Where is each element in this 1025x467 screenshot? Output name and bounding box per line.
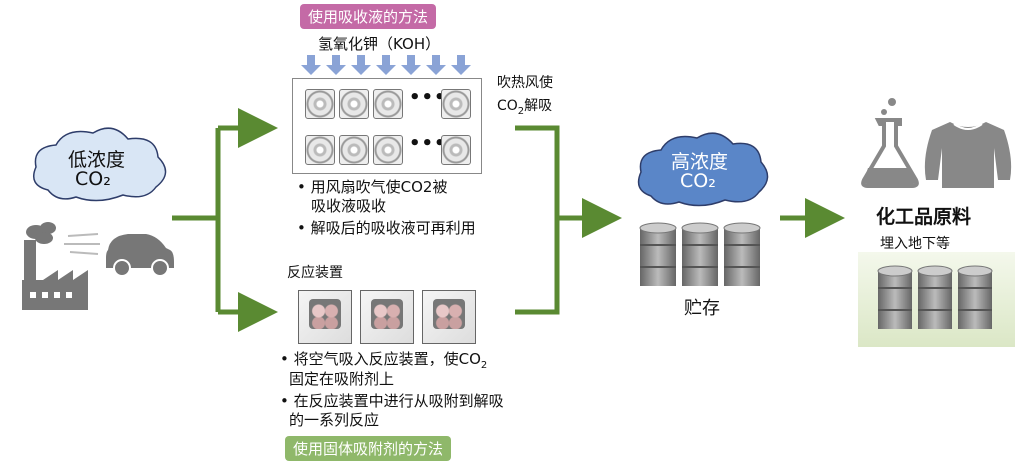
top-bullet-2: • 解吸后的吸收液可再利用 bbox=[297, 219, 476, 237]
top-method-tag: 使用吸收液的方法 bbox=[300, 4, 437, 29]
low-co2-formula: CO₂ bbox=[75, 168, 111, 190]
desorb-text: 解吸 bbox=[524, 98, 553, 114]
reactor-icon bbox=[298, 290, 352, 344]
sweater-icon bbox=[924, 122, 1012, 188]
top-bullet-1-line2: 吸收液吸收 bbox=[311, 197, 387, 215]
high-co2-label: 高浓度 bbox=[671, 151, 729, 173]
arrow-split bbox=[172, 128, 221, 312]
ellipsis-icon: ••• bbox=[409, 133, 447, 154]
ellipsis-icon: ••• bbox=[409, 87, 447, 108]
fan-icon bbox=[305, 89, 335, 119]
fan-unit: ••• ••• bbox=[292, 78, 482, 174]
down-arrows bbox=[301, 55, 471, 75]
fan-icon bbox=[441, 135, 471, 165]
fan-icon bbox=[373, 89, 403, 119]
low-co2-cloud bbox=[33, 127, 167, 202]
bottom-method-tag: 使用固体吸附剂的方法 bbox=[285, 436, 452, 461]
products-title: 化工品原料 bbox=[876, 206, 972, 228]
high-co2-cloud bbox=[637, 132, 769, 207]
top-bullet-1-line1: • 用风扇吹气使CO2被 bbox=[297, 178, 448, 196]
barrels-icon bbox=[639, 222, 761, 286]
reactor-icon bbox=[422, 290, 476, 344]
fan-icon bbox=[305, 135, 335, 165]
storage-label: 贮存 bbox=[684, 298, 720, 319]
bottom-bullet-1-line1: • 将空气吸入反应装置，使CO2 bbox=[280, 350, 487, 375]
desorb-label: CO2解吸 bbox=[497, 95, 552, 117]
bottom-bullet-1-text: • 将空气吸入反应装置，使CO bbox=[280, 350, 481, 368]
reactor-label: 反应装置 bbox=[287, 265, 343, 281]
desorb-sub: 2 bbox=[517, 105, 525, 117]
desorb-co: CO bbox=[497, 98, 518, 114]
hot-air-label: 吹热风使 bbox=[497, 75, 553, 91]
koh-label: 氢氧化钾（KOH） bbox=[318, 35, 441, 53]
underground-barrels-icon bbox=[877, 265, 993, 329]
underground-label: 埋入地下等 bbox=[880, 236, 950, 252]
low-co2-label: 低浓度 bbox=[68, 149, 126, 171]
fan-icon bbox=[373, 135, 403, 165]
bottom-bullet-1-sub: 2 bbox=[480, 360, 488, 371]
fan-icon bbox=[441, 89, 471, 119]
bottom-bullet-2-line2: 的一系列反应 bbox=[289, 411, 380, 429]
factory-car-icon bbox=[22, 222, 174, 310]
arrow-merge bbox=[515, 125, 560, 315]
flask-icon bbox=[861, 98, 919, 188]
high-co2-formula: CO₂ bbox=[680, 170, 716, 192]
fan-icon bbox=[339, 89, 369, 119]
reactor-icon bbox=[360, 290, 414, 344]
fan-icon bbox=[339, 135, 369, 165]
bottom-bullet-1-line2: 固定在吸附剂上 bbox=[289, 370, 395, 388]
bottom-bullet-2-line1: • 在反应装置中进行从吸附到解吸 bbox=[280, 392, 504, 410]
